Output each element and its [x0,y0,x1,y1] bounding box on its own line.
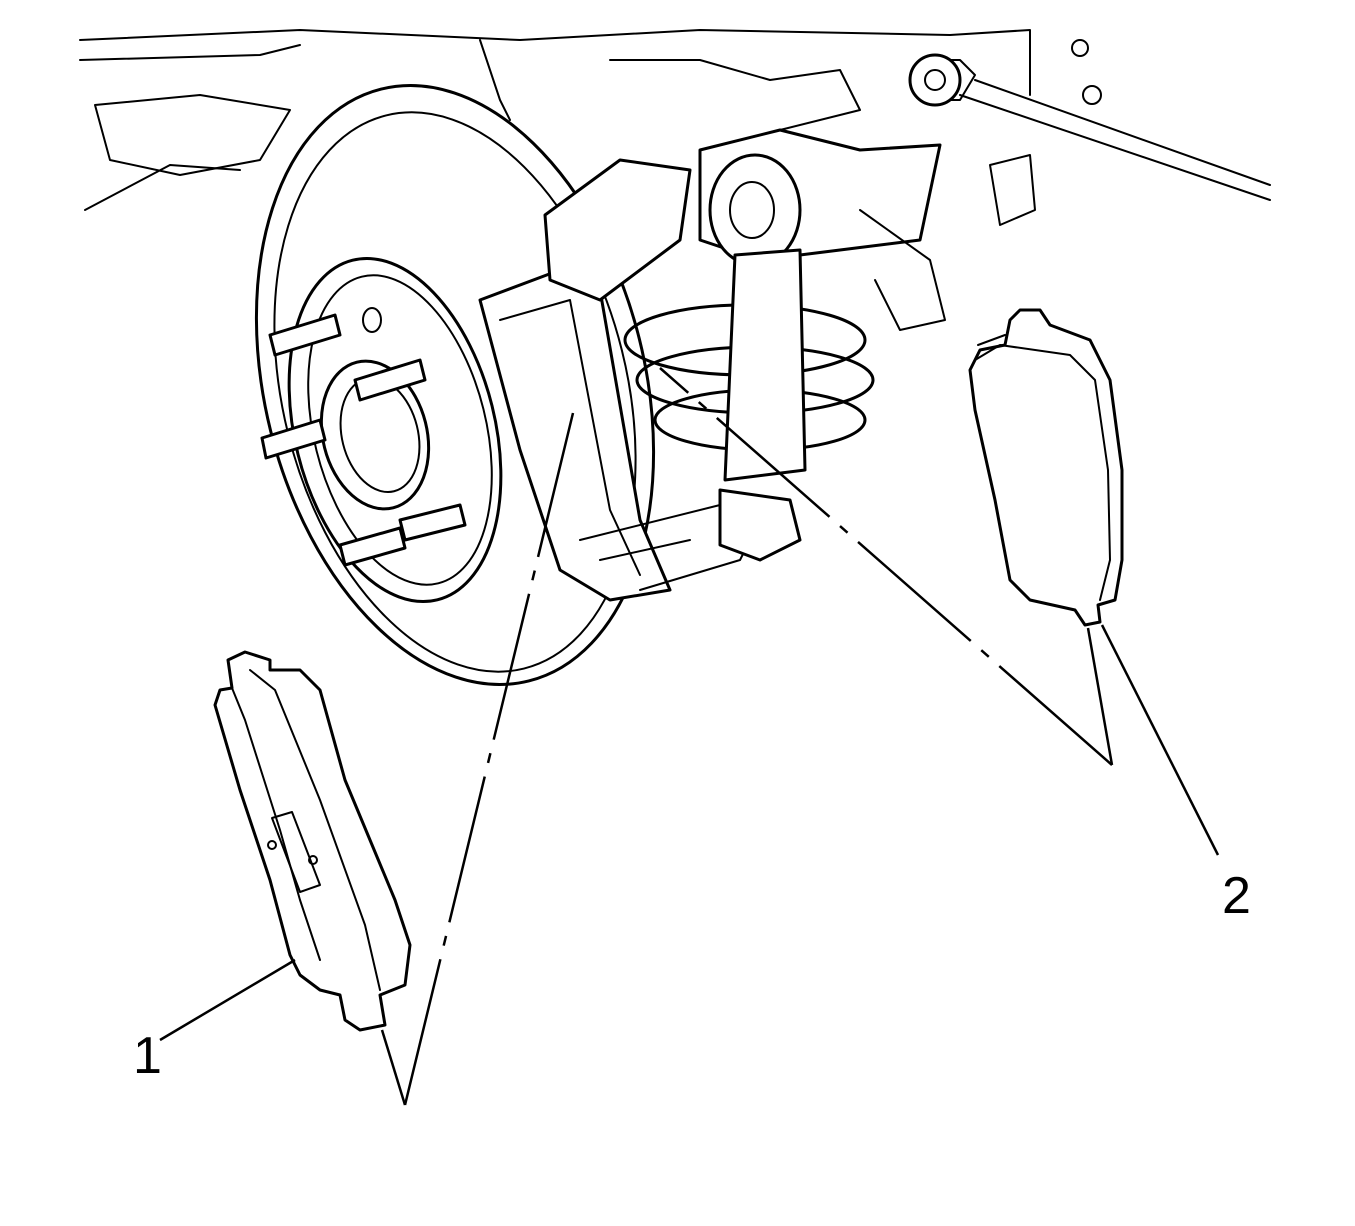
leader-lines [159,624,1220,1042]
leader-line-2 [1100,624,1220,856]
inner-brake-pad [213,650,412,1032]
underbody-frame [79,29,1271,226]
callout-2-label: 2 [1222,867,1251,925]
callout-1-label: 1 [133,1027,162,1085]
brake-rotor [254,84,656,686]
wheel-studs [260,313,467,567]
assembly-line-2b [1086,627,1114,766]
assembly-lines [380,367,1114,1106]
assembly-line-1a [403,412,575,1106]
assembly-line-1b [380,1029,407,1106]
leader-line-1 [159,958,296,1042]
suspension [543,53,962,562]
outer-brake-pad [968,308,1124,627]
assembly-line-2a [659,367,1113,766]
caliper-bracket [478,268,761,602]
